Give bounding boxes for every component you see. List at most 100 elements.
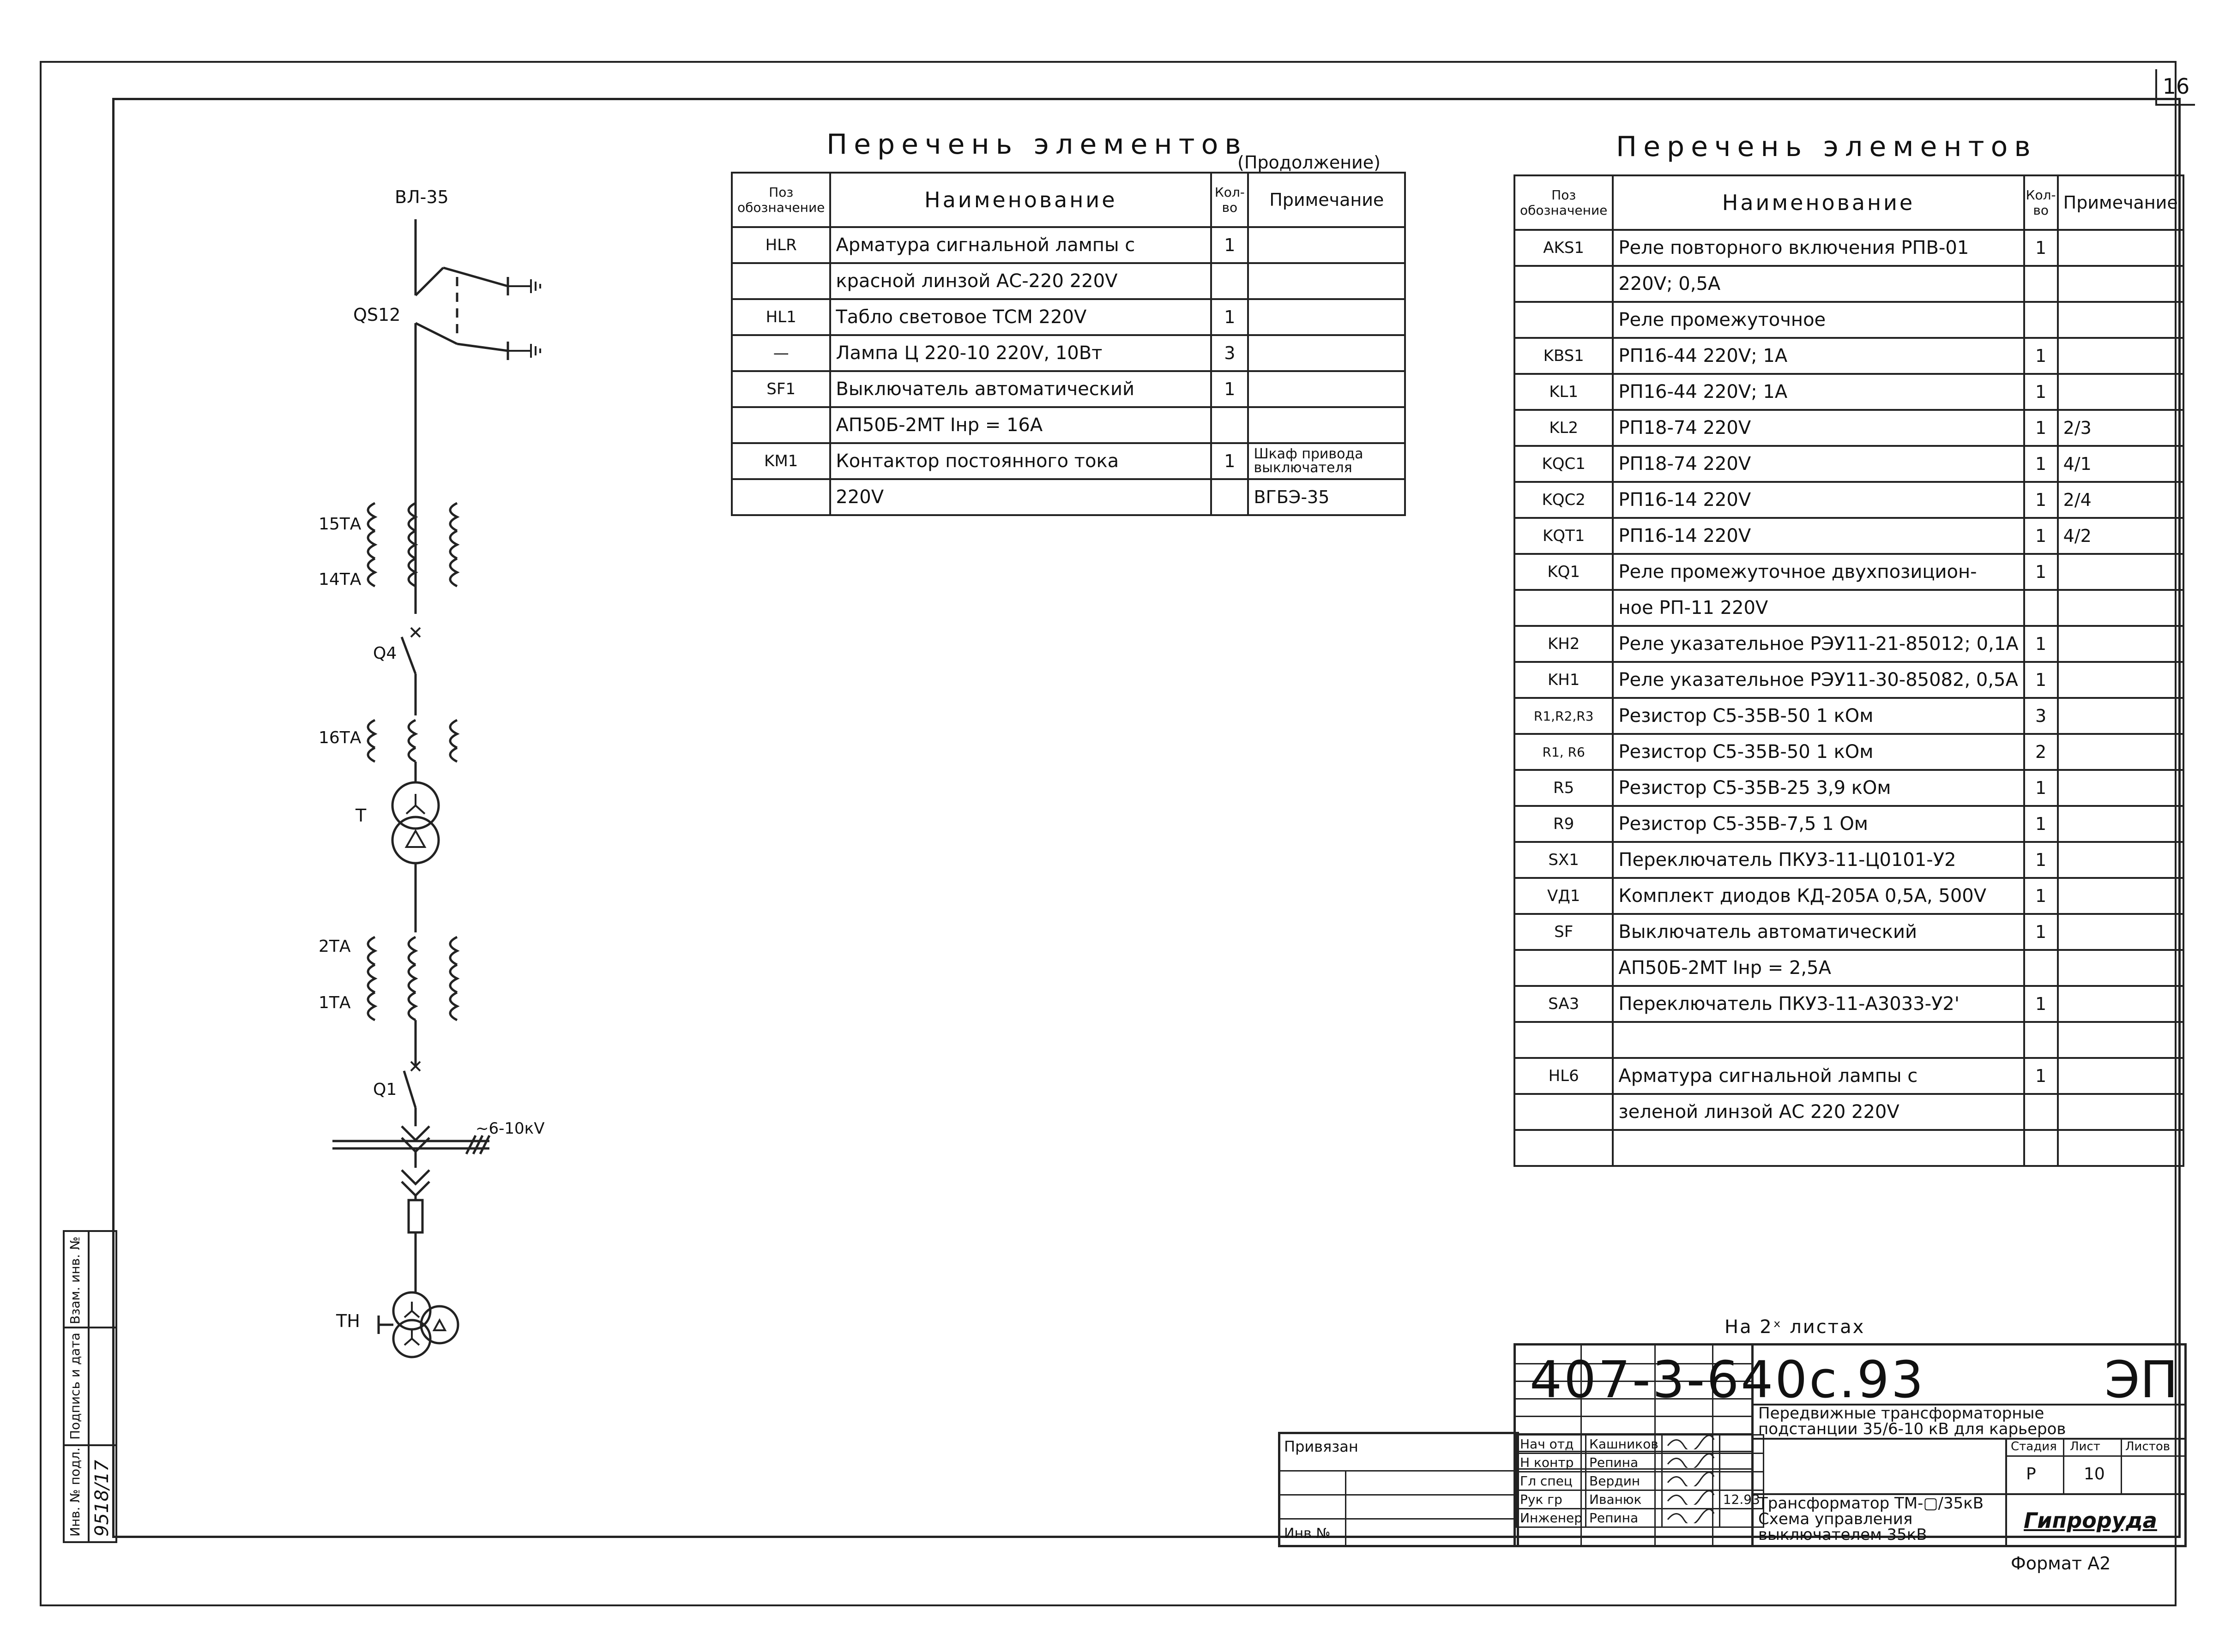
- table-row: Реле промежуточное: [1513, 301, 2184, 339]
- cell-name: Табло световое ТСМ 220V: [829, 298, 1212, 336]
- col-header-qty: Кол-во: [2023, 174, 2059, 231]
- label-t: T: [356, 805, 367, 826]
- sheet-number: 16: [2155, 69, 2195, 106]
- signature-date: [1719, 1453, 1764, 1472]
- signature-role: Нач отд: [1515, 1434, 1587, 1454]
- col-header-note: Примечание: [1247, 172, 1406, 228]
- cell-qty: 1: [1210, 442, 1249, 480]
- cell-note: [2056, 913, 2184, 951]
- cell-qty: 1: [2023, 409, 2059, 447]
- cell-qty: [2023, 265, 2059, 303]
- cell-name: [1612, 1129, 2025, 1167]
- cell-note: [2056, 265, 2184, 303]
- project-title: Передвижные трансформаторные подстанции …: [1758, 1404, 2066, 1438]
- cell-name: красной линзой АС-220 220V: [829, 262, 1212, 300]
- cell-qty: [1210, 478, 1249, 516]
- cell-name: Переключатель ПКУ3-11-А3033-У2': [1612, 985, 2025, 1023]
- table-row: 220V; 0,5А: [1513, 265, 2184, 303]
- cell-qty: 1: [2023, 337, 2059, 375]
- cell-pos: KH2: [1513, 625, 1614, 663]
- right-table-title: Перечень элементов: [1616, 131, 2037, 163]
- cell-note: [1247, 262, 1406, 300]
- label-line: ВЛ-35: [395, 187, 449, 207]
- cell-qty: 1: [2023, 445, 2059, 483]
- cell-qty: 3: [2023, 697, 2059, 735]
- cell-note: [2056, 301, 2184, 339]
- signature-date: 12.93: [1719, 1490, 1764, 1509]
- signature-name: Репина: [1585, 1508, 1663, 1528]
- cell-pos: KH1: [1513, 661, 1614, 699]
- cell-pos: [1513, 1129, 1614, 1167]
- cell-pos: SF: [1513, 913, 1614, 951]
- table-row: ное РП-11 220V: [1513, 589, 2184, 627]
- cell-note: [2056, 949, 2184, 987]
- table-row: красной линзой АС-220 220V: [730, 262, 1406, 300]
- cell-name: Реле указательное РЭУ11-30-85082, 0,5А: [1612, 661, 2025, 699]
- cell-pos: SX1: [1513, 841, 1614, 879]
- cell-pos: KL2: [1513, 409, 1614, 447]
- sheet-title: Трансформатор ТМ-▢/35кВ Схема управления…: [1758, 1494, 1984, 1544]
- signature-sign: [1661, 1508, 1720, 1528]
- cell-name: Лампа Ц 220-10 220V, 10Вт: [829, 334, 1212, 372]
- label-q1: Q1: [373, 1080, 397, 1099]
- cell-note: [2056, 697, 2184, 735]
- cell-note: [2056, 985, 2184, 1023]
- signature-name: Репина: [1585, 1453, 1663, 1472]
- col-header-pos: Поз обозначение: [1513, 174, 1614, 231]
- signature-date: [1719, 1471, 1764, 1491]
- label-2ta: 2ТА: [319, 937, 351, 956]
- signature-sign: [1661, 1471, 1720, 1491]
- left-elements-table: Поз обозначение Наименование Кол-во Прим…: [730, 172, 1406, 516]
- cell-note: [2056, 841, 2184, 879]
- label-15ta: 15ТА: [319, 515, 362, 534]
- cell-qty: 1: [2023, 625, 2059, 663]
- cell-qty: 1: [1210, 370, 1249, 408]
- cell-qty: 1: [2023, 517, 2059, 555]
- label-16ta: 16ТА: [319, 728, 362, 747]
- cell-name: Арматура сигнальной лампы с: [829, 226, 1212, 264]
- cell-qty: 1: [2023, 373, 2059, 411]
- cell-note: [2056, 589, 2184, 627]
- cell-note: Шкаф привода выключателя: [1247, 442, 1406, 480]
- signature-date: [1719, 1434, 1764, 1454]
- cell-note: [2056, 553, 2184, 591]
- signature-name: Кашников: [1585, 1434, 1663, 1454]
- cell-qty: 1: [2023, 913, 2059, 951]
- cell-pos: R9: [1513, 805, 1614, 843]
- cell-qty: 1: [2023, 805, 2059, 843]
- col-header-pos: Поз обозначение: [730, 172, 832, 228]
- cell-qty: 2: [2023, 733, 2059, 771]
- left-table-continuation: (Продолжение): [1237, 152, 1381, 173]
- cell-qty: 1: [2023, 769, 2059, 807]
- cell-name: Резистор С5-35В-7,5 1 Ом: [1612, 805, 2025, 843]
- cell-pos: KQT1: [1513, 517, 1614, 555]
- signature-role: Гл спец: [1515, 1471, 1587, 1491]
- cell-name: Контактор постоянного тока: [829, 442, 1212, 480]
- cell-pos: AKS1: [1513, 229, 1614, 267]
- cell-pos: [1513, 949, 1614, 987]
- cell-name: Реле промежуточное: [1612, 301, 2025, 339]
- signature-name: Вердин: [1585, 1471, 1663, 1491]
- cell-name: Реле повторного включения РПВ-01: [1612, 229, 2025, 267]
- cell-name: РП16-14 220V: [1612, 517, 2025, 555]
- cell-qty: 1: [2023, 841, 2059, 879]
- bound-label: Привязан: [1284, 1438, 1358, 1455]
- cell-name: Резистор С5-35В-25 3,9 кОм: [1612, 769, 2025, 807]
- cell-note: [1247, 334, 1406, 372]
- cell-note: 2/4: [2056, 481, 2184, 519]
- label-q4: Q4: [373, 644, 397, 663]
- label-tn: TH: [336, 1311, 360, 1331]
